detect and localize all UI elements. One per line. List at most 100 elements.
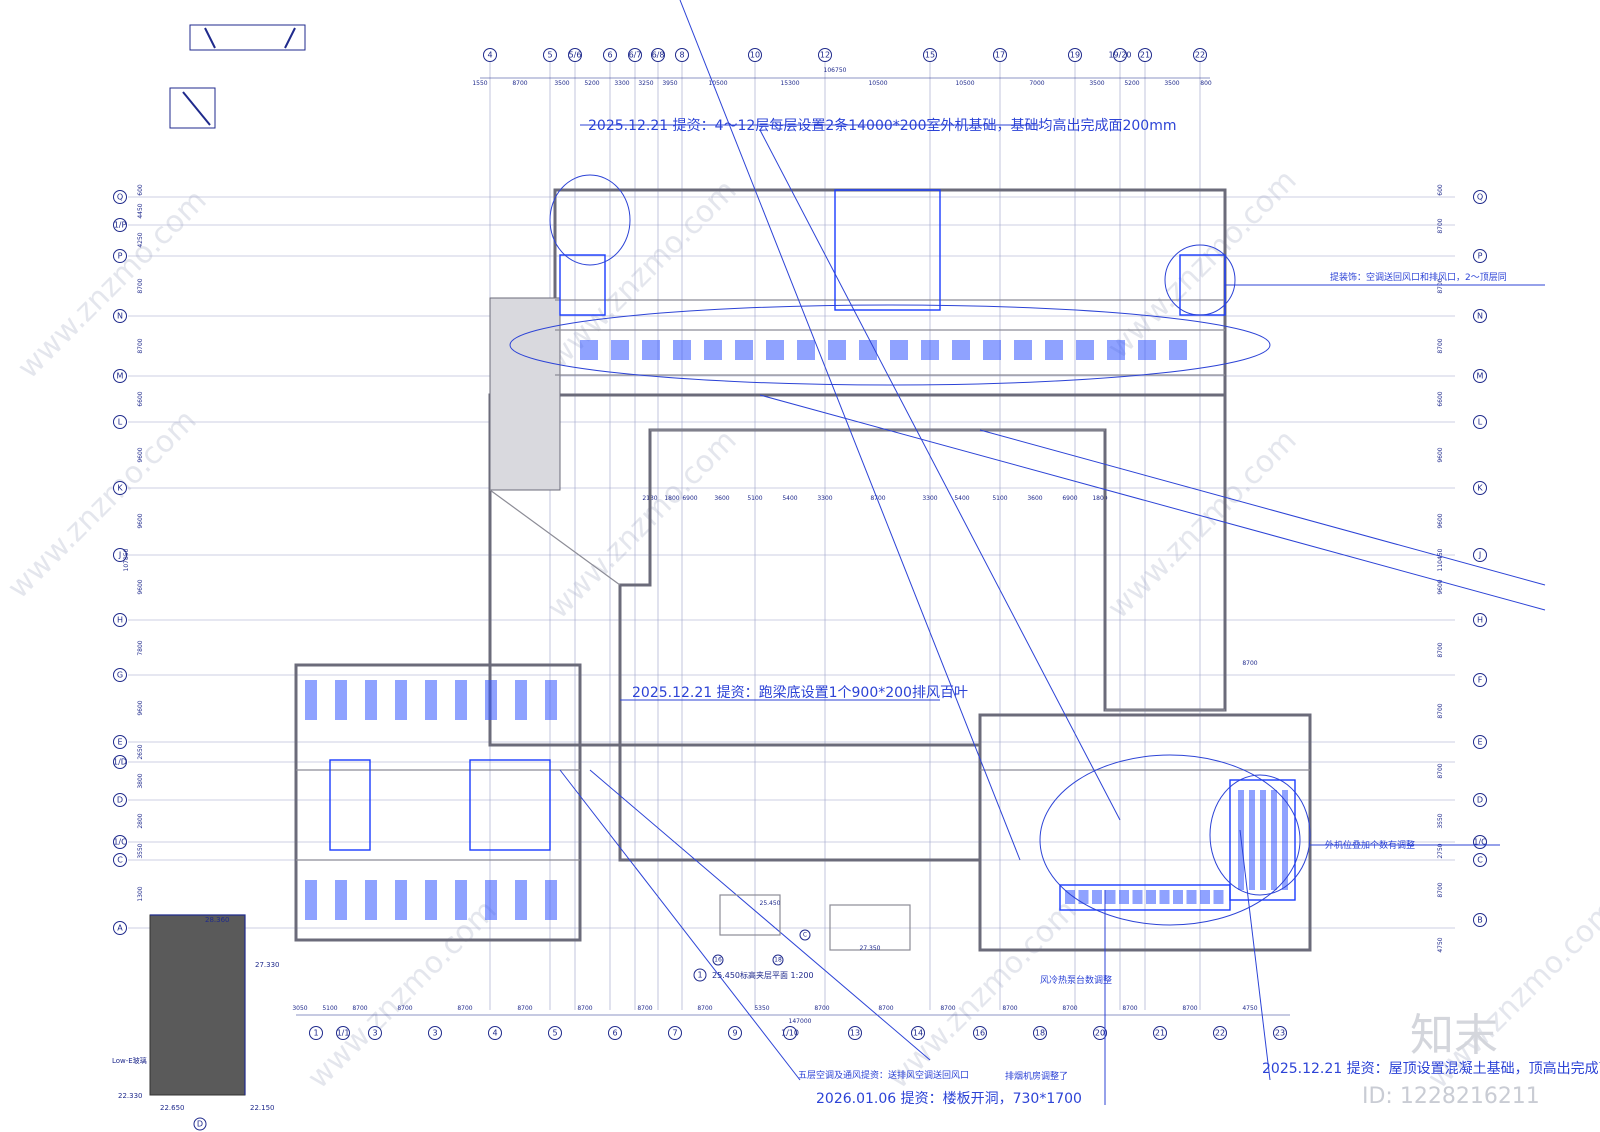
note-roof-base: 2025.12.21 提资：屋顶设置混凝土基础，顶高出完成面200mm [1262,1060,1600,1077]
right-axis-bubble [1473,853,1487,867]
top-axis-bubble [1138,48,1152,62]
cooling-unit [1213,890,1224,904]
bottom-axis-label: 6 [612,1029,617,1038]
bottom-dim: 8700 [1002,1005,1017,1012]
note-outdoor-unit-base: 2025.12.21 提资：4～12层每层设置2条14000*200室外机基础，… [588,117,1177,134]
left-dim: 9600 [137,700,144,715]
right-axis-bubble [1473,249,1487,263]
bottom-axis-label: 16 [975,1029,985,1038]
glass-label: Low-E玻璃 [112,1056,147,1065]
top-axis-label: 19 [1070,51,1080,60]
right-axis-label: M [1477,372,1484,381]
left-axis-label: Q [117,193,123,202]
inner-dim: 6900 [1062,495,1077,502]
revision-cloud [549,174,631,266]
left-axis-label: C [117,856,123,865]
fan-coil-unit [395,680,407,720]
right-dim: 9600 [1437,579,1444,594]
inner-dim: 6900 [682,495,697,502]
right-axis-bubble [1473,309,1487,323]
leader-line [589,769,931,1061]
sub-axis-label: 18 [774,957,782,964]
top-axis-bubble [818,48,832,62]
plan-number: 1 [697,971,702,980]
left-dim: 9600 [137,579,144,594]
west-ahu [469,759,551,851]
duct-unit [1138,340,1156,360]
left-axis-bubble [113,190,127,204]
fan-coil-unit [515,880,527,920]
bottom-axis-label: 4 [492,1029,497,1038]
elevation-axis-bubble [193,1117,207,1131]
west-shaft [329,759,371,851]
right-axis-bubble [1473,913,1487,927]
watermark-text: www.znzmo.com [1,403,204,606]
right-dim: 8700 [1437,642,1444,657]
right-axis-bubble [1473,735,1487,749]
revision-cloud [1164,244,1236,316]
inner-dim: 5400 [954,495,969,502]
cooling-unit [1078,890,1089,904]
right-axis-label: L [1478,418,1483,427]
mezzanine-plan [719,894,781,936]
right-dim: 9600 [1437,447,1444,462]
fan-coil-unit [425,880,437,920]
left-axis-bubble [113,613,127,627]
duct-unit [890,340,908,360]
building-walls [294,188,1312,952]
left-axis-bubble [113,793,127,807]
duct-unit [921,340,939,360]
left-dim: 6600 [137,391,144,406]
left-axis-label: H [117,616,123,625]
note-heat-pump-count: 风冷热泵台数调整 [1040,974,1112,986]
bottom-dim: 8700 [397,1005,412,1012]
bottom-axis-label: 22 [1215,1029,1225,1038]
right-dim: 8700 [1437,338,1444,353]
duct-unit [1014,340,1032,360]
top-dim: 7000 [1029,80,1044,87]
bottom-axis-bubble [668,1026,682,1040]
elevation-axis-label: D [197,1120,203,1129]
fan-coil-unit [305,880,317,920]
watermark-text: www.znzmo.com [881,893,1084,1096]
fan-coil-unit [365,680,377,720]
note-outdoor-unit-count: 外机位叠加个数有调整 [1325,839,1415,851]
inner-dim: 1800 [664,495,679,502]
top-dim: 15300 [780,80,799,87]
cooling-unit [1200,890,1210,904]
top-axis-bubble [1113,48,1127,62]
bottom-axis-bubble [848,1026,862,1040]
duct-unit [1045,340,1063,360]
fan-coil-unit [485,680,497,720]
fan-coil-unit [455,680,467,720]
duct-unit [983,340,1001,360]
top-dim: 10500 [868,80,887,87]
elevation-label: 22.330 [118,1092,143,1100]
right-dim: 8700 [1437,703,1444,718]
inner-dim: 5100 [747,495,762,502]
top-axis-label: 6 [607,51,612,60]
bottom-axis-label: 7 [672,1029,677,1038]
top-dim: 3250 [638,80,653,87]
right-axis-bubble [1473,415,1487,429]
cooling-unit [1132,890,1143,904]
bottom-dim: 8700 [577,1005,592,1012]
brand-watermark: 知末 ID: 1228216211 [1362,1010,1540,1109]
top-axis-bubble [993,48,1007,62]
bottom-axis-label: 5 [552,1029,557,1038]
bottom-axis-label: 1/10 [781,1029,799,1038]
fan-coil-unit [485,880,497,920]
key-plan-mark [182,91,211,126]
leader-line [759,394,1546,611]
bottom-axis-label: 14 [913,1029,923,1038]
top-axis-bubble [568,48,582,62]
bottom-axis-label: 18 [1035,1029,1045,1038]
left-axis-bubble [113,369,127,383]
cooling-unit [1065,890,1075,904]
ahu-room [834,189,941,311]
right-dim: 8700 [1437,278,1444,293]
leader-line [979,429,1546,586]
cooling-unit [1105,890,1116,904]
left-axis-bubble [113,309,127,323]
left-dim: 9600 [137,447,144,462]
